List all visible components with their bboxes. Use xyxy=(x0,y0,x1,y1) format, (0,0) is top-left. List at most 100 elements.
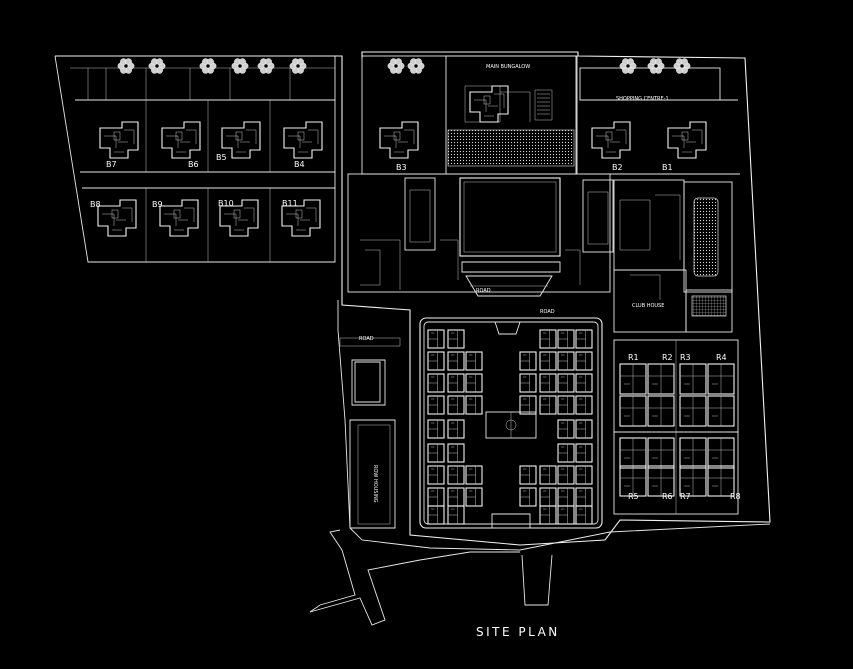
apartment-unit xyxy=(575,373,593,393)
tree-icon xyxy=(647,58,665,74)
label-B8: B8 xyxy=(90,200,101,209)
label-B6: B6 xyxy=(188,160,199,169)
row-house-unit xyxy=(707,363,735,395)
apartment-unit xyxy=(575,465,593,485)
apartment-unit xyxy=(447,465,465,485)
apartment-unit xyxy=(519,373,537,393)
apartment-unit xyxy=(427,487,445,507)
label-R4: R4 xyxy=(716,353,727,362)
apartment-unit xyxy=(539,329,557,349)
access-road xyxy=(309,529,520,626)
label-main-bungalow: MAIN BUNGALOW xyxy=(486,64,530,70)
apartment-unit xyxy=(539,373,557,393)
apartment-unit xyxy=(447,329,465,349)
label-B10: B10 xyxy=(218,199,234,208)
bungalow-footprint xyxy=(97,199,137,237)
label-B11: B11 xyxy=(282,199,298,208)
bungalow-footprint xyxy=(219,199,259,237)
apartment-unit xyxy=(575,419,593,439)
apartment-unit xyxy=(427,329,445,349)
apartment-unit xyxy=(575,487,593,507)
row-house-unit xyxy=(707,465,735,497)
apartment-unit xyxy=(539,351,557,371)
tree-icon xyxy=(619,58,637,74)
apartment-unit xyxy=(575,443,593,463)
tree-icon xyxy=(673,58,691,74)
label-club-house: CLUB HOUSE xyxy=(632,303,664,309)
bungalow-footprint xyxy=(281,199,321,237)
trees-west xyxy=(117,58,691,74)
tree-icon xyxy=(387,58,405,74)
central-block xyxy=(347,55,614,297)
row-house-unit xyxy=(619,437,647,469)
east-block xyxy=(579,67,740,333)
row-house-unit xyxy=(647,465,675,497)
apartment-unit xyxy=(575,505,593,525)
site-boundary xyxy=(55,51,771,546)
label-B7: B7 xyxy=(106,160,117,169)
label-B2: B2 xyxy=(612,163,623,172)
apartment-unit xyxy=(557,487,575,507)
row-house-unit xyxy=(619,363,647,395)
court-grid xyxy=(691,295,727,317)
label-B4: B4 xyxy=(294,160,305,169)
apartment-unit xyxy=(557,419,575,439)
tree-icon xyxy=(257,58,275,74)
apartment-unit xyxy=(447,395,465,415)
bungalow-footprint xyxy=(221,121,261,159)
label-row-housing: ROW HOUSING xyxy=(372,465,378,503)
apartment-unit xyxy=(447,505,465,525)
bungalow-footprint xyxy=(379,121,419,159)
apartment-unit xyxy=(557,351,575,371)
tree-icon xyxy=(289,58,307,74)
apartment-unit xyxy=(519,465,537,485)
apartment-unit xyxy=(575,329,593,349)
bungalow-footprint xyxy=(469,85,509,123)
apartment-unit xyxy=(427,505,445,525)
tree-icon xyxy=(148,58,166,74)
row-house-unit xyxy=(679,465,707,497)
bungalow-footprint xyxy=(591,121,631,159)
tree-icon xyxy=(407,58,425,74)
apartment-unit xyxy=(539,395,557,415)
tree-icon xyxy=(117,58,135,74)
apartment-unit xyxy=(519,395,537,415)
apartment-unit xyxy=(427,373,445,393)
tree-icon xyxy=(199,58,217,74)
apartment-unit xyxy=(447,419,465,439)
apartment-unit xyxy=(539,487,557,507)
label-B1: B1 xyxy=(662,163,673,172)
apartment-unit xyxy=(557,329,575,349)
west-bungalow-block xyxy=(54,55,691,263)
pool-east xyxy=(693,197,719,277)
label-B3: B3 xyxy=(396,163,407,172)
row-house-unit xyxy=(679,395,707,427)
access-road-2 xyxy=(521,554,553,606)
apartment-unit xyxy=(447,487,465,507)
apartment-unit xyxy=(427,443,445,463)
row-house-unit xyxy=(619,465,647,497)
label-shopping-centre: SHOPPING CENTRE-1 xyxy=(616,96,669,102)
apartment-unit xyxy=(427,419,445,439)
apartment-unit xyxy=(557,465,575,485)
row-house-unit xyxy=(647,437,675,469)
label-B9: B9 xyxy=(152,200,163,209)
label-R8: R8 xyxy=(730,492,741,501)
row-house-unit xyxy=(619,395,647,427)
apartment-unit xyxy=(427,351,445,371)
bungalow-footprint xyxy=(667,121,707,159)
label-B5: B5 xyxy=(216,153,227,162)
apartment-unit xyxy=(575,351,593,371)
label-R6: R6 xyxy=(662,492,673,501)
apartment-unit xyxy=(427,465,445,485)
apartment-unit xyxy=(465,373,483,393)
apartment-unit xyxy=(447,373,465,393)
apartment-unit xyxy=(465,395,483,415)
row-housing xyxy=(613,339,739,515)
label-R5: R5 xyxy=(628,492,639,501)
bungalow-footprint xyxy=(283,121,323,159)
apartment-unit xyxy=(465,351,483,371)
apartment-unit xyxy=(539,465,557,485)
page-title: SITE PLAN xyxy=(476,625,560,639)
